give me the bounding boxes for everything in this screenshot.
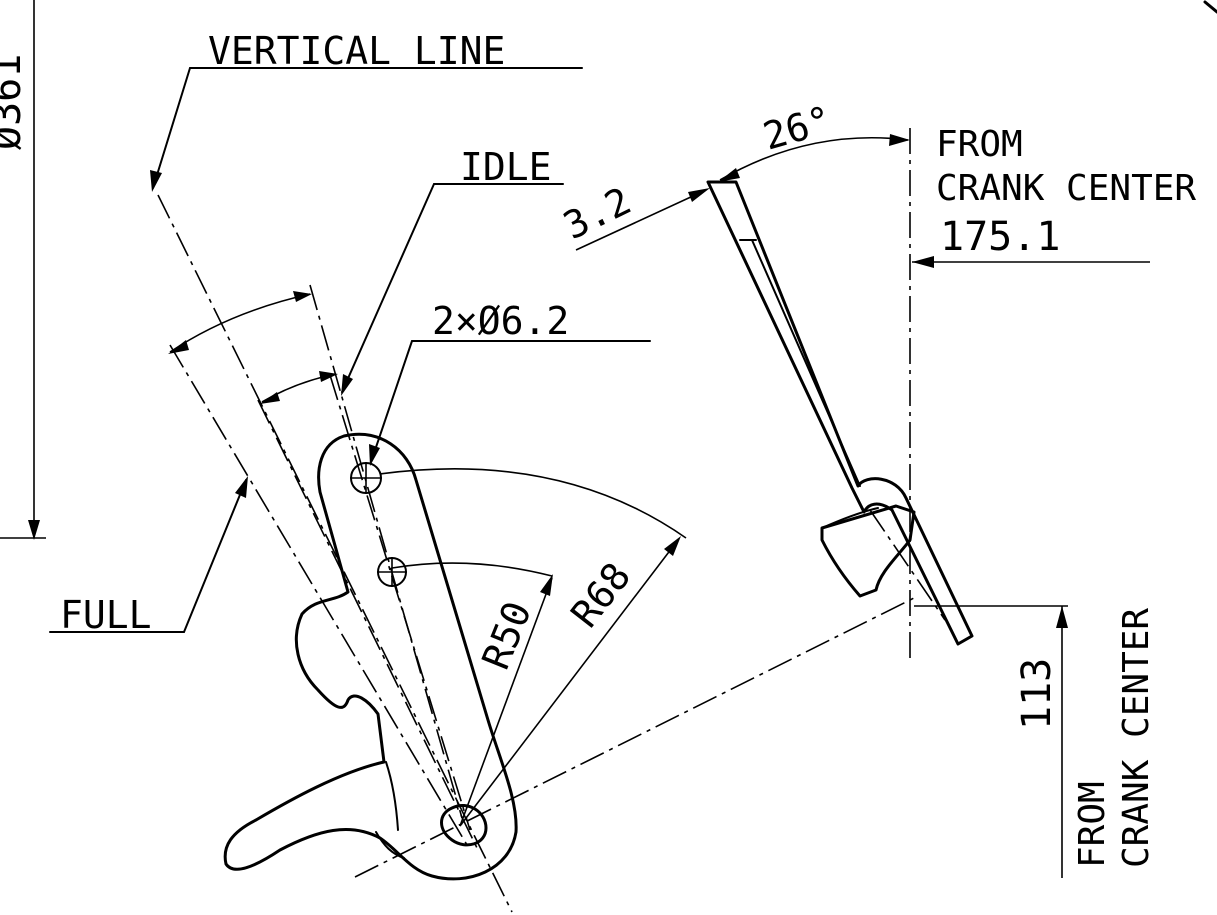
- idle-label: IDLE: [460, 145, 552, 189]
- vertical-offset-label: 113: [1014, 658, 1060, 730]
- side-view-plate: [706, 180, 974, 646]
- crank-center-side-label: CRANK CENTER: [1116, 608, 1157, 868]
- corner-mark: [1203, 0, 1217, 14]
- horizontal-offset-dimension: FROM CRANK CENTER 175.1: [912, 124, 1196, 268]
- thickness-dimension: 3.2: [557, 178, 710, 251]
- vertical-line-label: VERTICAL LINE: [208, 29, 505, 73]
- holes-callout: 2×Ø6.2: [369, 299, 651, 466]
- idle-callout: IDLE: [341, 145, 564, 396]
- radius-small-label: R50: [474, 595, 541, 675]
- holes-label: 2×Ø6.2: [432, 299, 569, 343]
- lever-holes: [350, 462, 488, 847]
- vertical-line-callout: VERTICAL LINE: [150, 29, 583, 192]
- throttle-lever: [223, 432, 518, 881]
- center-lines: [157, 128, 946, 913]
- diameter-dimension-left: Ø361: [0, 0, 46, 540]
- radius-arcs: R50 R68: [379, 468, 687, 827]
- angle-label: 26°: [758, 97, 836, 158]
- from-crank-top-label: FROM: [936, 124, 1023, 165]
- pivot-hole: [440, 804, 488, 847]
- from-crank-side-label: FROM: [1072, 781, 1113, 868]
- crank-center-top-label: CRANK CENTER: [936, 168, 1196, 209]
- vertical-offset-dimension: 113 FROM CRANK CENTER: [914, 605, 1157, 878]
- radius-large-label: R68: [562, 554, 639, 635]
- angle-dimension: 26°: [718, 97, 910, 182]
- thickness-label: 3.2: [557, 178, 638, 248]
- full-callout: FULL: [49, 476, 248, 637]
- full-label: FULL: [60, 593, 152, 637]
- angle-arcs-lever: [168, 291, 338, 404]
- horizontal-offset-label: 175.1: [940, 214, 1060, 260]
- diameter-label-left: Ø361: [0, 54, 30, 150]
